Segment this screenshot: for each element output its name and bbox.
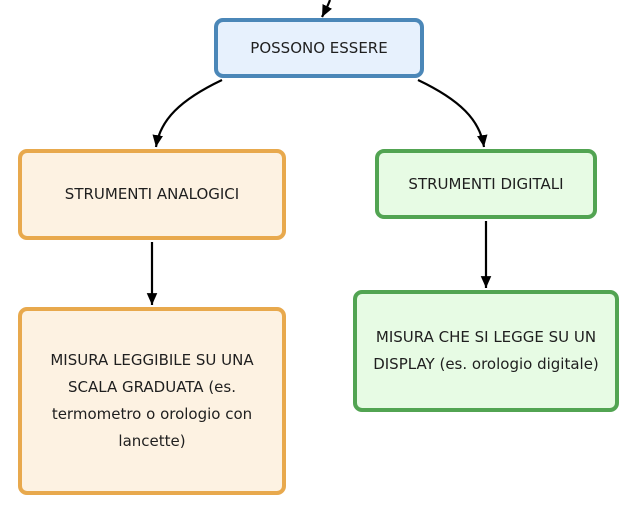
connector-root-to-digital	[417, 79, 488, 148]
node-strumenti-digitali: STRUMENTI DIGITALI	[375, 149, 597, 219]
incoming-connector	[321, 0, 333, 18]
node-label: MISURA LEGGIBILE SU UNA SCALA GRADUATA (…	[50, 351, 254, 450]
node-possono-essere: POSSONO ESSERE	[214, 18, 424, 78]
node-analog-description: MISURA LEGGIBILE SU UNA SCALA GRADUATA (…	[18, 307, 286, 495]
connector-root-to-analog	[152, 79, 223, 148]
node-label: POSSONO ESSERE	[250, 38, 388, 57]
node-label: MISURA CHE SI LEGGE SU UN DISPLAY (es. o…	[373, 328, 599, 373]
node-label: STRUMENTI DIGITALI	[408, 174, 564, 193]
node-digital-description: MISURA CHE SI LEGGE SU UN DISPLAY (es. o…	[353, 290, 619, 412]
node-label: STRUMENTI ANALOGICI	[64, 185, 240, 203]
node-strumenti-analogici: STRUMENTI ANALOGICI	[18, 149, 286, 240]
